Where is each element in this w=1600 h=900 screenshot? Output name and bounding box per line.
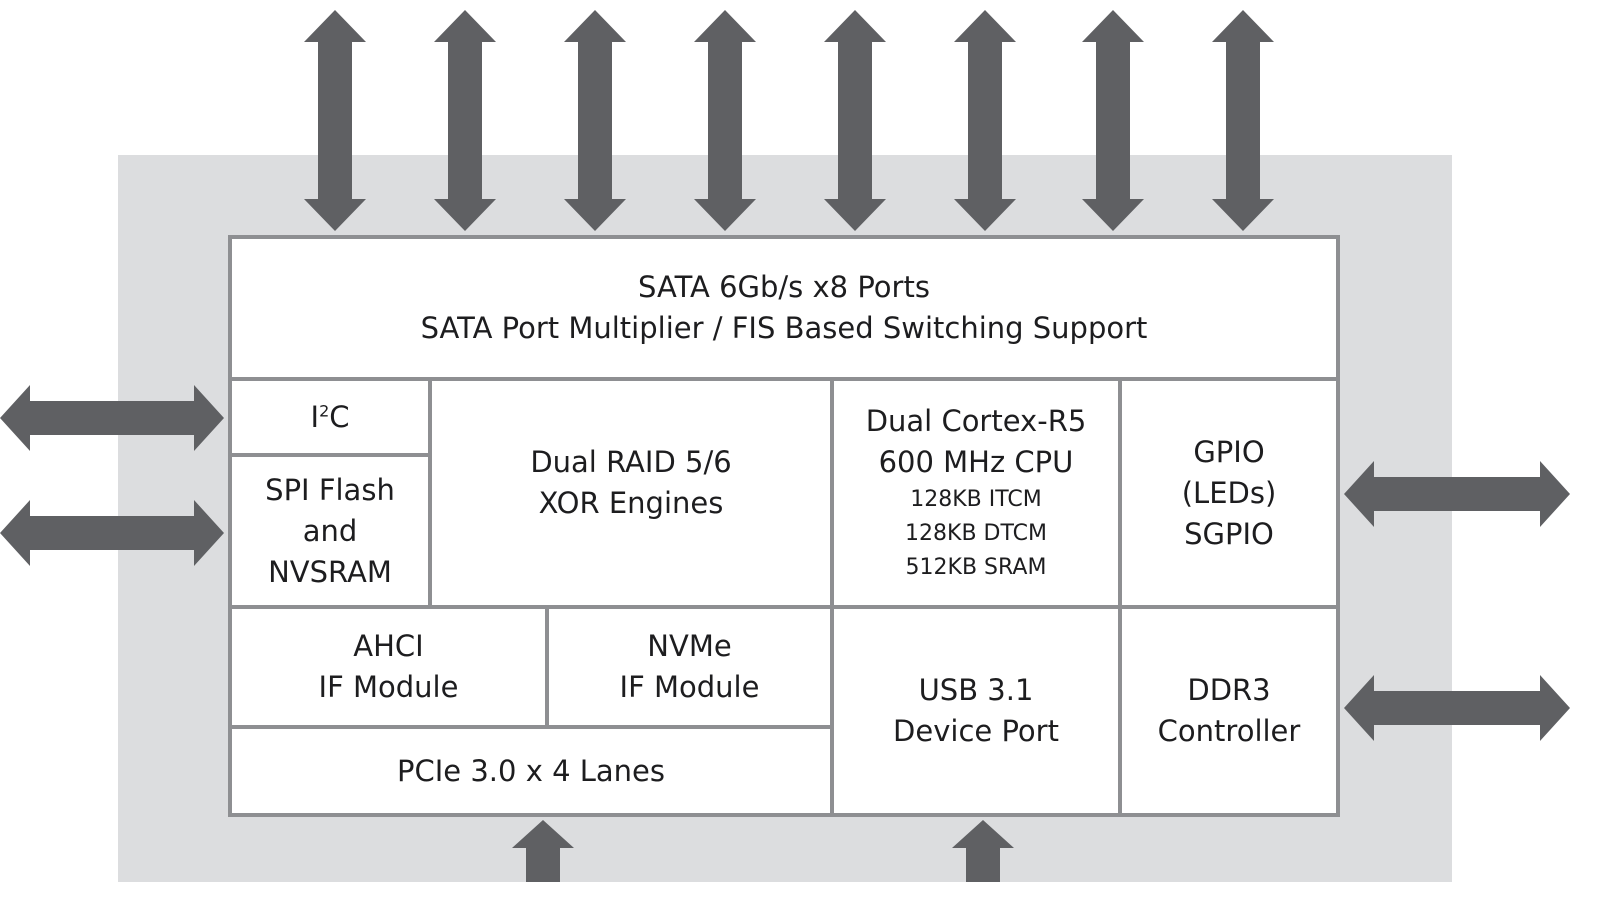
nvme-line-2: IF Module [619, 670, 760, 704]
spi-arrow-icon [0, 500, 224, 566]
gpio-line-3: SGPIO [1184, 516, 1274, 551]
block-i2c: I2C [228, 377, 432, 457]
usb-line-1: USB 3.1 [918, 673, 1034, 707]
spi-line-1: SPI Flash [265, 472, 395, 507]
cpu-line-5: 512KB SRAM [905, 555, 1047, 580]
sata-line-2: SATA Port Multiplier / FIS Based Switchi… [420, 311, 1148, 345]
sata-port-arrow-icon-2 [434, 10, 496, 231]
sata-port-arrow-icon-7 [1082, 10, 1144, 231]
block-pcie: PCIe 3.0 x 4 Lanes [228, 725, 834, 817]
gpio-line-1: GPIO [1193, 434, 1265, 469]
block-spi-flash: SPI Flash and NVSRAM [228, 453, 432, 609]
gpio-arrow-icon [1344, 461, 1570, 527]
block-cpu: Dual Cortex-R5 600 MHz CPU 128KB ITCM 12… [830, 377, 1122, 609]
cpu-line-2: 600 MHz CPU [878, 445, 1074, 479]
pcie-arrow-icon [512, 820, 574, 882]
spi-line-2: and [302, 513, 358, 548]
sata-port-arrow-icon-1 [304, 10, 366, 231]
cpu-line-4: 128KB DTCM [905, 521, 1047, 546]
block-usb: USB 3.1 Device Port [830, 605, 1122, 817]
block-ahci: AHCI IF Module [228, 605, 549, 729]
ddr3-arrow-icon [1344, 675, 1570, 741]
nvme-line-1: NVMe [647, 629, 732, 663]
pcie-line-1: PCIe 3.0 x 4 Lanes [397, 753, 665, 788]
gpio-line-2: (LEDs) [1181, 475, 1277, 510]
sata-port-arrow-icon-3 [564, 10, 626, 231]
cpu-line-3: 128KB ITCM [910, 487, 1042, 512]
ahci-line-1: AHCI [353, 629, 424, 663]
sata-port-arrow-icon-5 [824, 10, 886, 231]
usb-arrow-icon [952, 820, 1014, 882]
cpu-line-1: Dual Cortex-R5 [865, 404, 1087, 438]
usb-line-2: Device Port [893, 714, 1059, 748]
ddr3-line-1: DDR3 [1187, 673, 1271, 707]
block-raid: Dual RAID 5/6 XOR Engines [428, 377, 834, 609]
block-sata-ports: SATA 6Gb/s x8 Ports SATA Port Multiplier… [228, 235, 1340, 381]
sata-port-arrow-icon-4 [694, 10, 756, 231]
sata-port-arrow-icon-8 [1212, 10, 1274, 231]
block-gpio: GPIO (LEDs) SGPIO [1118, 377, 1340, 609]
sata-port-arrow-icon-6 [954, 10, 1016, 231]
ahci-line-2: IF Module [318, 670, 459, 704]
block-ddr3: DDR3 Controller [1118, 605, 1340, 817]
i2c-label: I2C [310, 399, 350, 434]
block-nvme: NVMe IF Module [545, 605, 834, 729]
i2c-arrow-icon [0, 385, 224, 451]
raid-line-1: Dual RAID 5/6 [530, 445, 732, 479]
ddr3-line-2: Controller [1157, 714, 1301, 748]
sata-line-1: SATA 6Gb/s x8 Ports [638, 270, 930, 304]
raid-line-2: XOR Engines [538, 486, 724, 520]
spi-line-3: NVSRAM [268, 554, 392, 589]
